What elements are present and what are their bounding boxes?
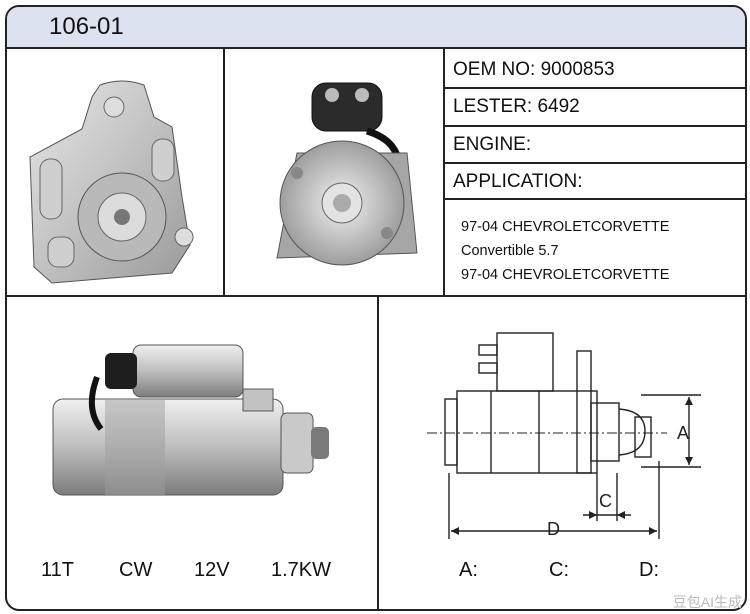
divider <box>443 47 445 297</box>
dimension-drawing: A C D <box>427 332 701 539</box>
dimension-c-field: C: <box>549 559 569 581</box>
part-number-title: 106-01 <box>49 13 124 40</box>
spec-power: 1.7KW <box>271 559 332 581</box>
starter-photo-image <box>52 344 329 496</box>
divider <box>443 162 745 164</box>
spec-rotation: CW <box>119 559 153 581</box>
divider <box>443 125 745 127</box>
starter-front-view-image <box>29 80 194 284</box>
divider <box>377 297 379 609</box>
divider <box>223 47 225 297</box>
dimension-a-label: A <box>677 423 689 443</box>
application-line: 97-04 CHEVROLETCORVETTE <box>461 267 670 283</box>
dimension-d-field: D: <box>639 559 659 581</box>
spec-voltage: 12V <box>194 559 230 581</box>
header-bar: 106-01 <box>7 7 745 49</box>
dimension-d-label: D <box>547 519 560 539</box>
oem-number: OEM NO: 9000853 <box>453 59 615 80</box>
lester-number: LESTER: 6492 <box>453 96 580 117</box>
application-line: Convertible 5.7 <box>461 243 559 259</box>
engine-label: ENGINE: <box>453 134 532 155</box>
application-line: 97-04 CHEVROLETCORVETTE <box>461 219 670 235</box>
dimension-a-field: A: <box>459 559 478 581</box>
divider <box>443 198 745 200</box>
dimension-c-label: C <box>599 491 612 511</box>
spec-teeth: 11T <box>41 559 74 581</box>
watermark-text: 豆包AI生成 <box>672 594 742 610</box>
divider <box>7 295 745 297</box>
starter-side-view-image <box>276 82 418 266</box>
spec-sheet: 106-01 OEM NO: 9000853 LESTER: 6492 ENGI… <box>5 5 747 611</box>
divider <box>443 87 745 89</box>
application-label: APPLICATION: <box>453 171 583 192</box>
